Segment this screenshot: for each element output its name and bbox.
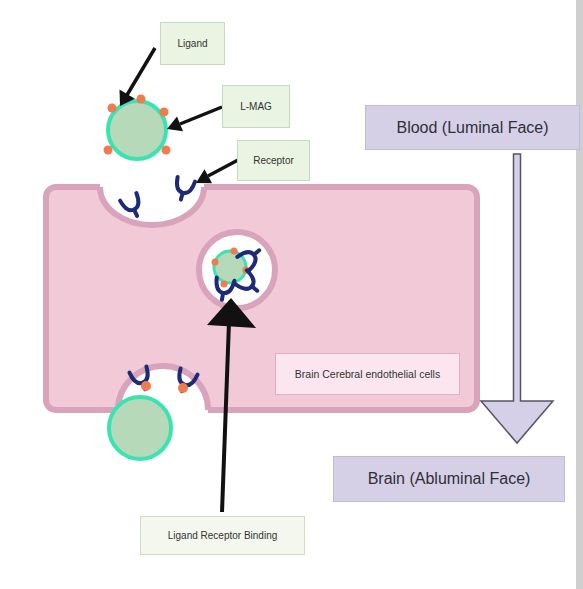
- ligand-dot: [108, 104, 117, 113]
- callout-label: L-MAG: [222, 85, 290, 128]
- leader-arrowhead: [120, 89, 135, 106]
- cell-label-box: Brain Cerebral endothelial cells: [275, 353, 460, 395]
- leader-arrowhead: [167, 116, 183, 131]
- leader-arrowhead: [207, 298, 256, 328]
- ligand-dot: [141, 381, 151, 391]
- endothelial-cell: [46, 187, 477, 410]
- receptor-symbol: [172, 177, 195, 202]
- receptor-symbol: [129, 366, 153, 392]
- ligand-dot: [221, 281, 228, 288]
- node-text: Ligand Receptor Binding: [168, 530, 278, 541]
- ligand-dot: [160, 108, 169, 117]
- ligand-dot: [212, 259, 219, 266]
- callout-label: Ligand Receptor Binding: [140, 516, 305, 555]
- receptor-symbol: [237, 243, 265, 270]
- face-label-box: Blood (Luminal Face): [365, 105, 580, 150]
- receptor-symbol: [173, 368, 197, 394]
- node-text: L-MAG: [240, 101, 272, 112]
- callout-label: Ligand: [160, 22, 225, 65]
- page-edge-bar: [576, 0, 583, 589]
- receptor-symbol: [120, 193, 145, 220]
- node-text: Brain Cerebral endothelial cells: [295, 368, 440, 380]
- ligand-dot: [137, 95, 146, 104]
- ligand-dot: [231, 248, 238, 255]
- node-text: Blood (Luminal Face): [396, 119, 548, 137]
- receptor-symbol: [213, 278, 234, 302]
- ligand-dot: [178, 383, 188, 393]
- callout-label: Receptor: [237, 140, 310, 181]
- endocytic-vesicle: [199, 232, 275, 308]
- leader-line: [208, 160, 238, 176]
- nanoparticle: [109, 397, 171, 459]
- flow-arrow: [481, 154, 553, 443]
- receptor-symbol: [235, 270, 263, 297]
- ligand-dot: [104, 146, 113, 155]
- node-text: Brain (Abluminal Face): [368, 470, 531, 488]
- face-label-box: Brain (Abluminal Face): [333, 456, 565, 502]
- membrane-notch: [100, 182, 204, 225]
- nanoparticle: [108, 101, 166, 159]
- ligand-dot: [162, 146, 171, 155]
- leader-line: [180, 107, 222, 124]
- leader-line: [222, 322, 229, 512]
- node-text: Ligand: [177, 38, 207, 49]
- leader-line: [127, 48, 155, 95]
- leader-arrowhead: [196, 169, 212, 183]
- node-text: Receptor: [253, 155, 294, 166]
